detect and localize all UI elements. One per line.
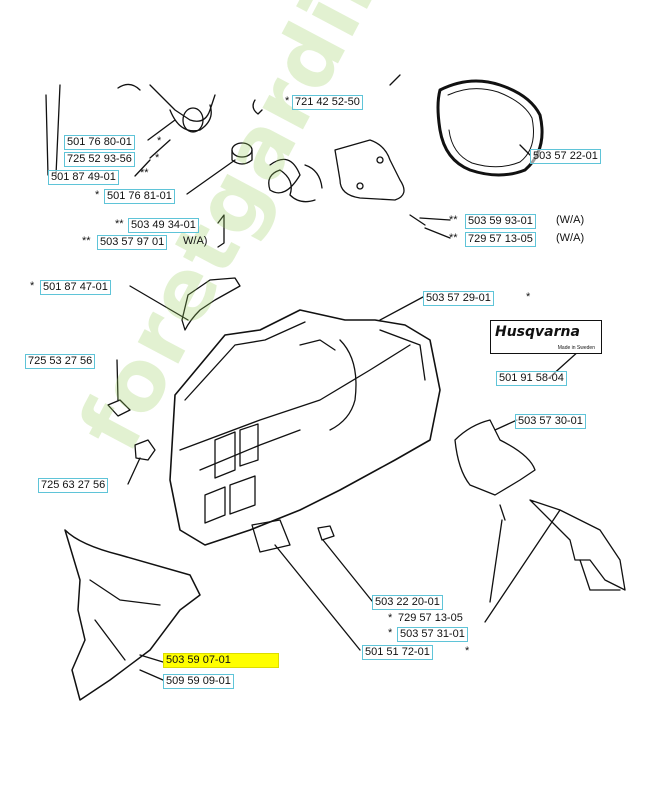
label-prefix: *	[95, 189, 100, 201]
brand-logo: Husqvarna Made in Sweden	[490, 320, 602, 354]
bracket-part	[181, 277, 241, 331]
label-prefix: *	[30, 280, 35, 292]
part-label: 501 76 81-01	[104, 189, 175, 204]
part-label: 725 63 27 56	[38, 478, 109, 493]
part-label: 503 22 20-01	[372, 595, 443, 610]
label-suffix: *	[157, 135, 162, 147]
part-label: 729 57 13-05	[465, 232, 536, 247]
part-label-plain: 729 57 13-05	[398, 612, 463, 624]
sprocket-part	[169, 104, 212, 132]
logo-text: Husqvarna	[495, 324, 580, 340]
part-label: 501 87 49-01	[48, 170, 119, 185]
part-label: 501 91 58-04	[496, 371, 567, 386]
screw-part	[107, 399, 131, 417]
clutch-cover	[169, 309, 441, 546]
part-label: 503 59 93-01	[465, 214, 536, 229]
spring-part	[268, 158, 316, 203]
rear-guard	[64, 529, 201, 701]
label-suffix: (W/A)	[556, 214, 585, 226]
part-label: 725 53 27 56	[25, 354, 96, 369]
part-label: 501 87 47-01	[40, 280, 111, 295]
label-prefix: *	[285, 95, 290, 107]
nut-part	[134, 439, 156, 461]
plate-part	[334, 139, 405, 201]
label-suffix: (W/A)	[556, 232, 585, 244]
part-label: 503 57 29-01	[423, 291, 494, 306]
label-prefix: *	[388, 627, 393, 639]
logo-subtext: Made in Sweden	[557, 345, 595, 351]
chain-catcher	[529, 499, 626, 591]
label-suffix: **	[140, 167, 149, 179]
part-label: 509 59 09-01	[163, 674, 234, 689]
chain-tension-part	[149, 84, 216, 122]
label-suffix: *	[465, 645, 470, 657]
washer-part	[182, 107, 204, 133]
guide-plate	[454, 419, 536, 496]
part-label: 725 52 93-56	[64, 152, 135, 167]
part-label-highlighted: 503 59 07-01	[163, 653, 279, 668]
part-label: 501 76 80-01	[64, 135, 135, 150]
leader-line	[55, 84, 61, 176]
part-label: 503 49 34-01	[128, 218, 199, 233]
chain-loop	[436, 79, 544, 177]
leader-line	[45, 94, 49, 176]
label-suffix: W/A)	[183, 235, 208, 247]
part-label: 503 57 22-01	[530, 149, 601, 164]
part-label: 503 57 97 01	[97, 235, 168, 250]
slider-part	[251, 519, 291, 553]
label-prefix: **	[449, 214, 458, 226]
label-prefix: **	[82, 235, 91, 247]
label-suffix: *	[155, 152, 160, 164]
nut-small	[317, 525, 335, 541]
clip-part	[252, 99, 263, 115]
label-suffix: *	[526, 291, 531, 303]
label-prefix: **	[449, 232, 458, 244]
part-label: 501 51 72-01	[362, 645, 433, 660]
part-label: 503 57 30-01	[515, 414, 586, 429]
part-label: 503 57 31-01	[397, 627, 468, 642]
label-prefix: *	[388, 612, 393, 624]
part-label: 721 42 52-50	[292, 95, 363, 110]
label-prefix: **	[115, 218, 124, 230]
